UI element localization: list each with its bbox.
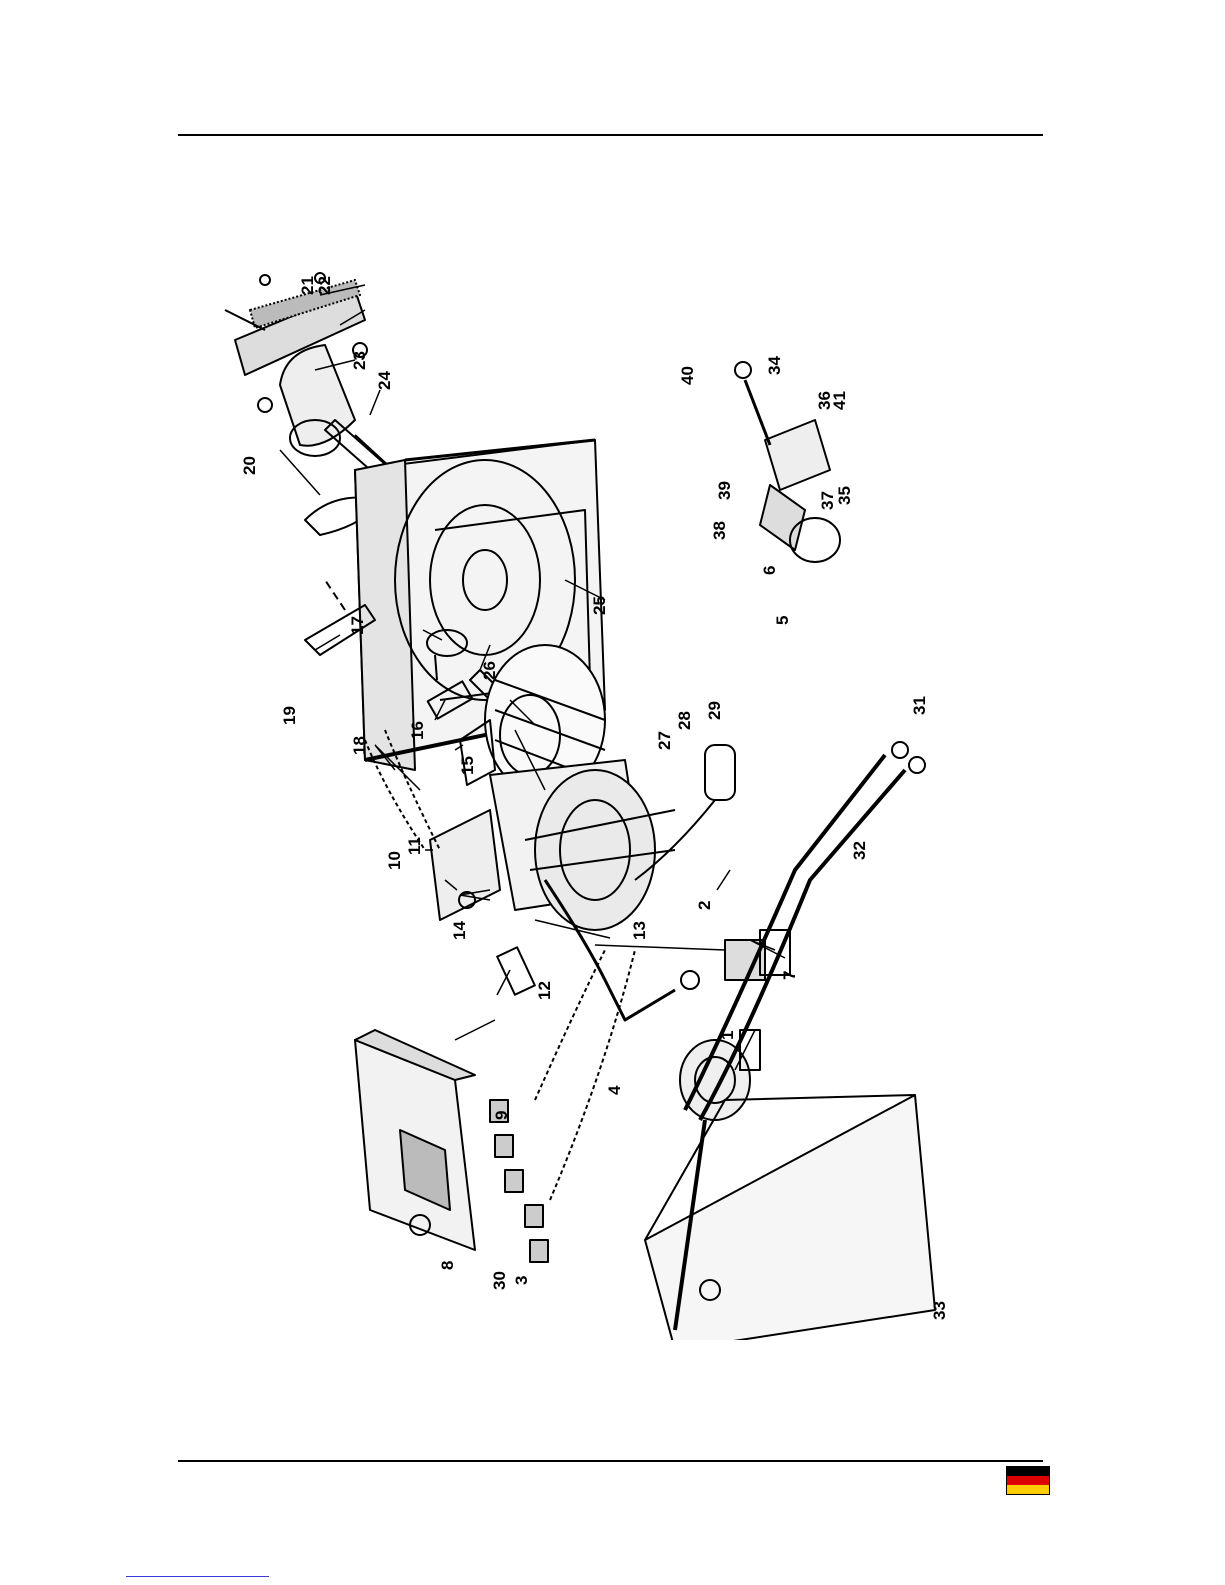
flag-stripe-black xyxy=(1007,1467,1049,1476)
callout-35: 35 xyxy=(835,486,854,505)
flag-stripe-gold xyxy=(1007,1485,1049,1494)
callout-31: 31 xyxy=(910,696,929,715)
callout-7: 7 xyxy=(780,971,799,980)
callout-34: 34 xyxy=(765,356,784,375)
callout-5: 5 xyxy=(773,616,792,625)
callout-10: 10 xyxy=(385,851,404,870)
callout-9: 9 xyxy=(492,1111,511,1120)
callout-12: 12 xyxy=(535,981,554,1000)
callout-17: 17 xyxy=(348,616,367,635)
header-rule xyxy=(178,134,1043,136)
flag-stripe-red xyxy=(1007,1476,1049,1485)
callout-28: 28 xyxy=(675,711,694,730)
callout-18: 18 xyxy=(350,736,369,755)
callout-38: 38 xyxy=(710,521,729,540)
connector-plug xyxy=(497,947,535,994)
callout-1: 1 xyxy=(718,1031,737,1040)
callout-14: 14 xyxy=(450,921,469,940)
callout-41: 41 xyxy=(830,391,849,410)
callout-25: 25 xyxy=(590,596,609,615)
callout-3: 3 xyxy=(512,1276,531,1285)
exploded-parts-diagram: 1234567891011121314151617181920212223242… xyxy=(205,250,965,1340)
fitting xyxy=(681,971,699,989)
callout-22: 22 xyxy=(315,276,334,295)
callout-4: 4 xyxy=(605,1085,624,1095)
footer-link-underline[interactable] xyxy=(126,1576,269,1577)
callout-37: 37 xyxy=(818,491,837,510)
callout-24: 24 xyxy=(375,371,394,390)
callout-29: 29 xyxy=(705,701,724,720)
callout-13: 13 xyxy=(630,921,649,940)
callout-26: 26 xyxy=(480,661,499,680)
callout-11: 11 xyxy=(405,837,424,855)
burner-motor xyxy=(490,760,675,930)
ignition-transformer xyxy=(430,810,500,920)
footer-rule xyxy=(178,1460,1043,1462)
callout-20: 20 xyxy=(240,456,259,475)
callout-40: 40 xyxy=(678,366,697,385)
callout-23: 23 xyxy=(350,351,369,370)
callout-32: 32 xyxy=(850,841,869,860)
burner-cover xyxy=(645,1095,935,1340)
callout-2: 2 xyxy=(695,901,714,910)
callout-30: 30 xyxy=(490,1271,509,1290)
callout-8: 8 xyxy=(438,1261,457,1270)
callout-33: 33 xyxy=(930,1301,949,1320)
control-box xyxy=(355,1030,475,1250)
callout-39: 39 xyxy=(715,481,734,500)
callout-19: 19 xyxy=(280,706,299,725)
callout-16: 16 xyxy=(408,721,427,740)
callout-15: 15 xyxy=(458,756,477,775)
german-flag-icon xyxy=(1006,1466,1050,1495)
callout-6: 6 xyxy=(760,566,779,575)
callout-27: 27 xyxy=(655,731,674,750)
